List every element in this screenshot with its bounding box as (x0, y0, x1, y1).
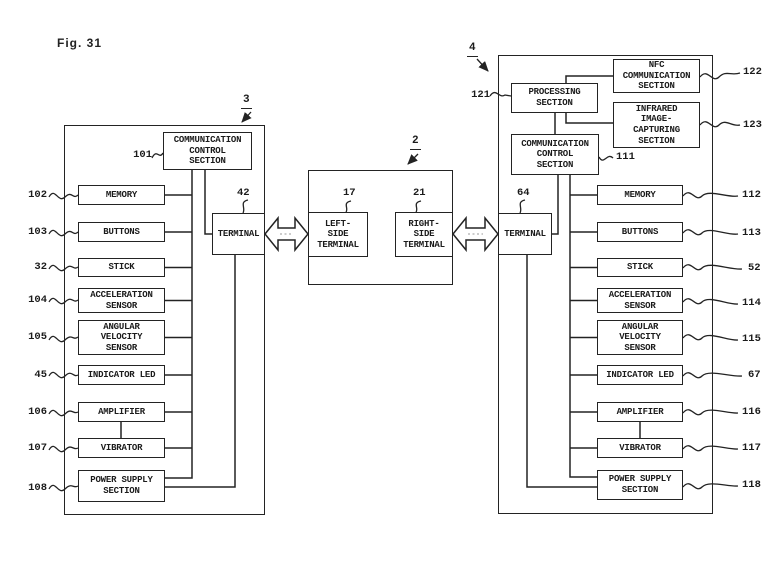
left-indicator-led-box: INDICATOR LED (78, 365, 165, 385)
ref-right-controller: 4 (467, 43, 478, 57)
ref-infrared: 123 (743, 119, 762, 131)
ref-memory-left: 102 (28, 189, 47, 201)
ref-nfc: 122 (743, 66, 762, 78)
left-angular-velocity-sensor-box: ANGULAR VELOCITY SENSOR (78, 320, 165, 355)
right-terminal-box: TERMINAL (498, 213, 552, 255)
ref-left-side-terminal: 17 (343, 187, 356, 199)
left-terminal-box: TERMINAL (212, 213, 265, 255)
left-wires (120, 170, 236, 488)
ref-memory-right: 112 (742, 189, 761, 201)
ref-power-right: 118 (742, 479, 761, 491)
ref-comm-control-left: 101 (133, 149, 152, 161)
leader-lines (48, 72, 743, 492)
ref-left-controller: 3 (241, 95, 252, 109)
ref-buttons-right: 113 (742, 227, 761, 239)
ref-stick-right: 52 (748, 262, 761, 274)
ref-amplifier-left: 106 (28, 406, 47, 418)
ref-processing: 121 (471, 89, 490, 101)
right-buttons-box: BUTTONS (597, 222, 683, 242)
right-wires (526, 75, 641, 488)
right-controller-outline (498, 55, 713, 514)
right-power-supply-box: POWER SUPPLY SECTION (597, 470, 683, 500)
ref-acceleration-right: 114 (742, 297, 761, 309)
ref-amplifier-right: 116 (742, 406, 761, 418)
left-bus-arrow (264, 215, 309, 253)
ref-right-side-terminal: 21 (413, 187, 426, 199)
ref-indicator-left: 45 (34, 369, 47, 381)
ref-angular-right: 115 (742, 333, 761, 345)
right-indicator-led-box: INDICATOR LED (597, 365, 683, 385)
right-acceleration-sensor-box: ACCELERATION SENSOR (597, 288, 683, 313)
ref-vibrator-right: 117 (742, 442, 761, 454)
right-vibrator-box: VIBRATOR (597, 438, 683, 458)
right-nfc-box: NFC COMMUNICATION SECTION (613, 59, 700, 93)
left-power-supply-box: POWER SUPPLY SECTION (78, 470, 165, 502)
ref-terminal-left: 42 (237, 187, 250, 199)
right-processing-box: PROCESSING SECTION (511, 83, 598, 113)
right-stick-box: STICK (597, 258, 683, 277)
right-amplifier-box: AMPLIFIER (597, 402, 683, 422)
left-comm-control-box: COMMUNICATION CONTROL SECTION (163, 132, 252, 170)
ref-main-unit: 2 (410, 136, 421, 150)
left-vibrator-box: VIBRATOR (78, 438, 165, 458)
right-memory-box: MEMORY (597, 185, 683, 205)
ref-buttons-left: 103 (28, 226, 47, 238)
right-comm-control-box: COMMUNICATION CONTROL SECTION (511, 134, 599, 175)
ref-power-left: 108 (28, 482, 47, 494)
ref-vibrator-left: 107 (28, 442, 47, 454)
main-left-side-terminal-box: LEFT- SIDE TERMINAL (308, 212, 368, 257)
right-infrared-box: INFRARED IMAGE- CAPTURING SECTION (613, 102, 700, 148)
ref-comm-control-right: 111 (616, 151, 635, 163)
left-acceleration-sensor-box: ACCELERATION SENSOR (78, 288, 165, 313)
right-angular-velocity-sensor-box: ANGULAR VELOCITY SENSOR (597, 320, 683, 355)
ref-acceleration-left: 104 (28, 294, 47, 306)
left-amplifier-box: AMPLIFIER (78, 402, 165, 422)
ref-angular-left: 105 (28, 331, 47, 343)
left-memory-box: MEMORY (78, 185, 165, 205)
left-stick-box: STICK (78, 258, 165, 277)
main-right-side-terminal-box: RIGHT- SIDE TERMINAL (395, 212, 453, 257)
right-bus-arrow (452, 215, 499, 253)
ref-indicator-right: 67 (748, 369, 761, 381)
figure-label: Fig. 31 (57, 36, 103, 50)
unit-pointer-arrows (241, 58, 489, 165)
ref-stick-left: 32 (34, 261, 47, 273)
left-controller-outline (64, 125, 265, 515)
left-buttons-box: BUTTONS (78, 222, 165, 242)
ref-terminal-right: 64 (517, 187, 530, 199)
